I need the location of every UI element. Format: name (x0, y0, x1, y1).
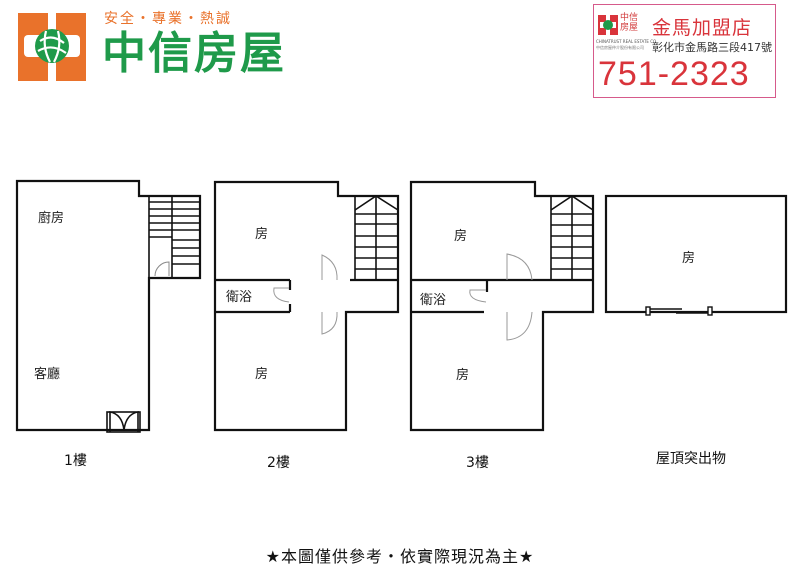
room-label-living-room: 客廳 (34, 366, 60, 382)
room-label-bathroom: 衛浴 (226, 290, 252, 305)
franchise-card: 中信房屋 CHINATRUST REAL ESTATE CO. 中信房屋仲介股份… (593, 4, 776, 98)
card-logo-text: 中信房屋 (620, 13, 639, 33)
card-logo-english: CHINATRUST REAL ESTATE CO. (596, 39, 658, 44)
store-address: 彰化市金馬路三段417號 (652, 41, 772, 54)
room-label-bedroom: 房 (454, 228, 467, 244)
room-label-bedroom: 房 (255, 226, 268, 242)
brand-name: 中信房屋 (102, 28, 286, 79)
floor-1-plan (15, 179, 202, 433)
floor-2-plan (213, 180, 400, 432)
disclaimer-note: ★本圖僅供參考・依實際現況為主★ (265, 547, 535, 566)
floor-3-plan (409, 180, 595, 432)
room-label-kitchen: 廚房 (38, 210, 64, 226)
room-label-bedroom: 房 (456, 367, 469, 383)
card-logo-icon (598, 15, 618, 35)
brand-slogan: 安全・專業・熱誠 (104, 11, 232, 27)
store-phone: 751-2323 (598, 55, 750, 93)
brand-logo-icon (18, 13, 86, 81)
floor-label-rooftop: 屋頂突出物 (656, 451, 726, 467)
room-label-rooftop-room: 房 (682, 250, 695, 266)
rooftop-plan (604, 194, 788, 316)
floor-1-entrance-door (106, 411, 141, 433)
card-logo-company: 中信房屋仲介股份有限公司 (596, 45, 644, 50)
store-name: 金馬加盟店 (652, 17, 753, 39)
floor-label-2: 2樓 (267, 455, 290, 471)
room-label-bedroom: 房 (255, 366, 268, 382)
floor-plan: 廚房 客廳 房 衛浴 房 房 衛浴 房 房 (15, 179, 788, 433)
room-label-bathroom: 衛浴 (420, 293, 446, 308)
floor-label-1: 1樓 (64, 453, 87, 469)
floor-label-3: 3樓 (466, 455, 489, 471)
